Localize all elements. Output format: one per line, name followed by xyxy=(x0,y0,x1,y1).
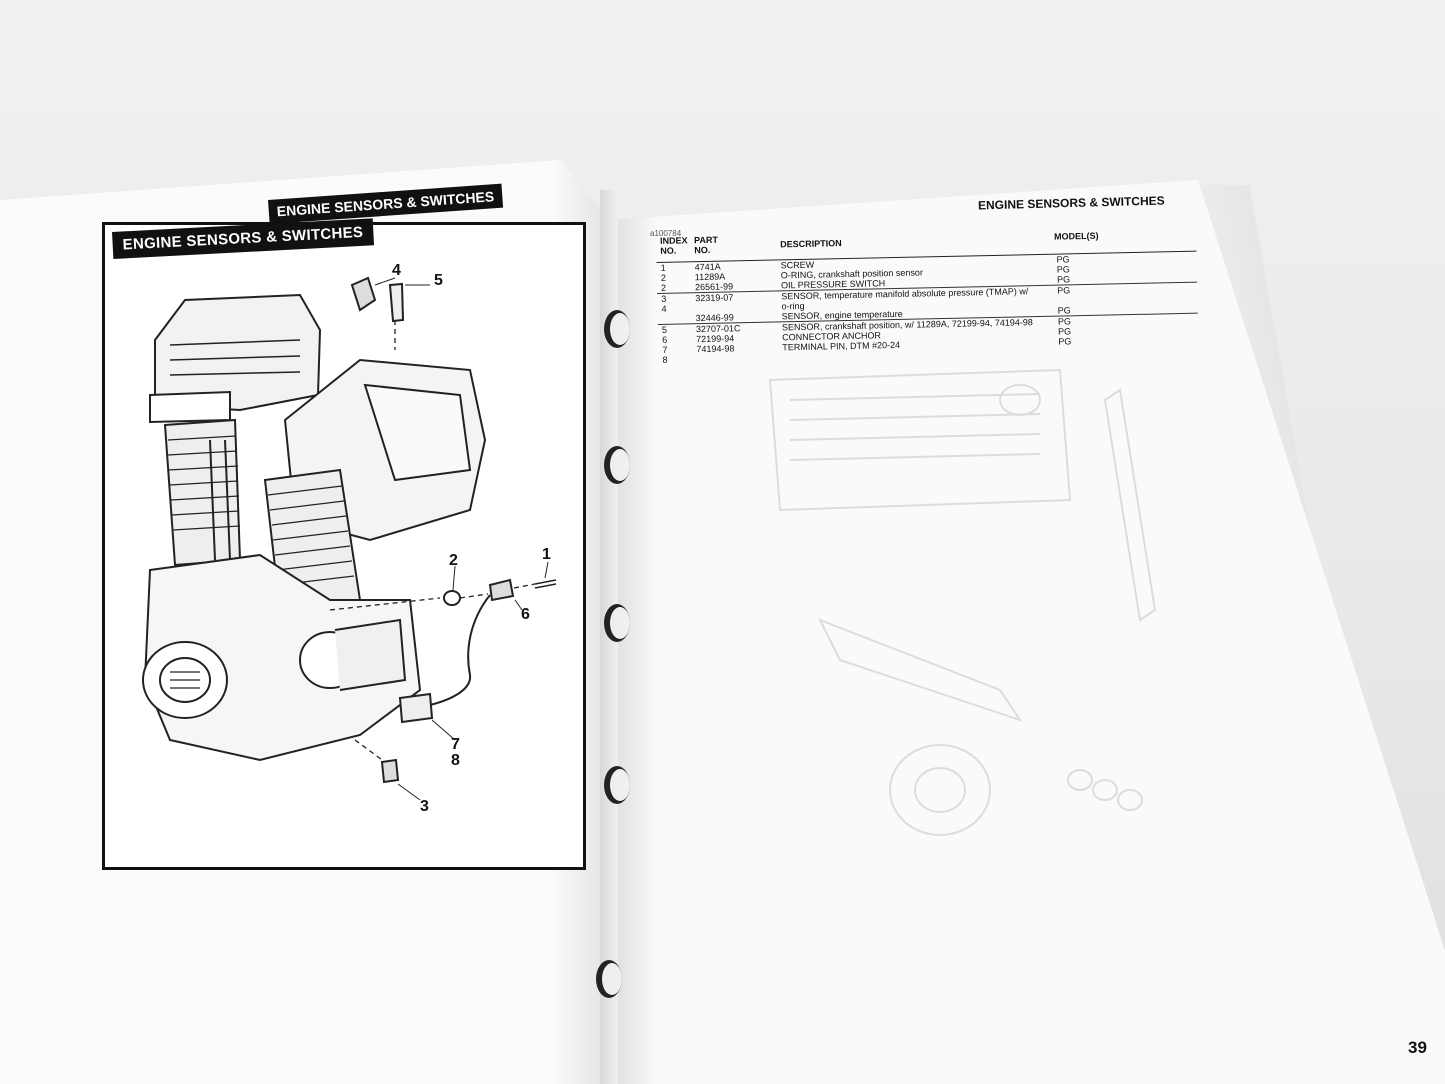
cell-index: 2 xyxy=(660,272,666,283)
cell-index: 4 xyxy=(661,303,667,314)
callout-8: 8 xyxy=(451,752,460,769)
cell-index: 2 xyxy=(660,282,667,293)
cell-model: PG xyxy=(1056,274,1071,285)
cell-model: PG xyxy=(1057,326,1072,337)
cell-model: PG xyxy=(1056,264,1070,275)
show-through-illustration xyxy=(768,368,1157,836)
binding-hole xyxy=(604,310,630,348)
binding-hole xyxy=(596,960,622,998)
cell-index: 8 xyxy=(662,354,668,365)
callout-1: 1 xyxy=(542,546,551,563)
header-description: DESCRIPTION xyxy=(780,238,842,250)
cell-index: 6 xyxy=(662,334,668,345)
cell-part: 4741A xyxy=(694,261,721,273)
cell-description: o-ring xyxy=(781,300,805,312)
callout-2: 2 xyxy=(449,552,458,569)
cell-model: PG xyxy=(1058,336,1072,347)
callout-7: 7 xyxy=(451,736,460,753)
header-models: MODEL(S) xyxy=(1053,230,1099,242)
figure-id: a100784 xyxy=(650,229,682,238)
cell-index: 3 xyxy=(661,293,667,304)
callout-6: 6 xyxy=(521,606,530,623)
cell-model: PG xyxy=(1057,316,1071,327)
callout-3: 3 xyxy=(420,798,429,815)
cell-index: 1 xyxy=(660,262,666,273)
cell-part: 11289A xyxy=(694,271,726,283)
header-part: PART NO. xyxy=(693,234,719,256)
cell-model: PG xyxy=(1057,285,1071,296)
cell-model: PG xyxy=(1057,305,1071,316)
page-number: 39 xyxy=(1408,1038,1427,1057)
binding-hole xyxy=(604,604,630,642)
callout-5: 5 xyxy=(434,272,443,289)
cell-index: 7 xyxy=(662,344,668,355)
binding-hole xyxy=(604,766,630,804)
cell-index: 5 xyxy=(661,324,668,335)
parts-table: INDEX NO. PART NO. DESCRIPTION MODEL(S) … xyxy=(656,224,1199,365)
callout-4: 4 xyxy=(392,262,401,279)
header-index: INDEX NO. xyxy=(659,235,688,256)
binding-hole xyxy=(604,446,630,484)
cell-model: PG xyxy=(1056,254,1070,265)
